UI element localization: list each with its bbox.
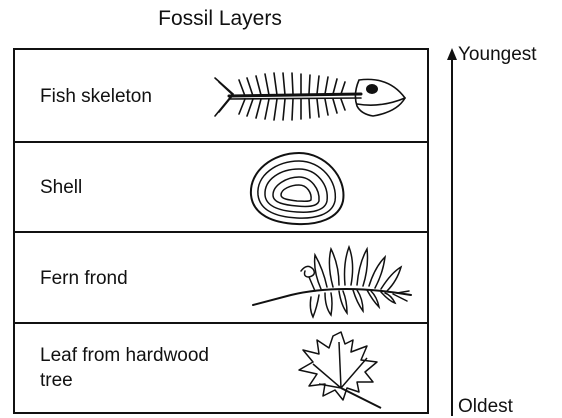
oldest-label: Oldest bbox=[458, 396, 513, 418]
fossil-layers-table: Fish skeleton Shell bbox=[13, 48, 429, 414]
layer-shell: Shell bbox=[15, 143, 427, 233]
age-arrow bbox=[444, 48, 556, 416]
layer-fern-frond: Fern frond bbox=[15, 233, 427, 324]
layer-label: Fern frond bbox=[40, 266, 128, 291]
layer-fish-skeleton: Fish skeleton bbox=[15, 50, 427, 143]
layer-label: Shell bbox=[40, 175, 82, 200]
diagram-title: Fossil Layers bbox=[120, 7, 320, 31]
layer-label: Leaf from hardwood tree bbox=[40, 343, 210, 393]
fern-frond-icon bbox=[251, 241, 415, 319]
leaf-icon bbox=[287, 328, 391, 412]
layer-leaf-hardwood: Leaf from hardwood tree bbox=[15, 324, 427, 416]
layer-label: Fish skeleton bbox=[40, 84, 152, 109]
youngest-label: Youngest bbox=[458, 44, 537, 66]
shell-icon bbox=[247, 149, 351, 229]
fish-skeleton-icon bbox=[211, 64, 411, 130]
